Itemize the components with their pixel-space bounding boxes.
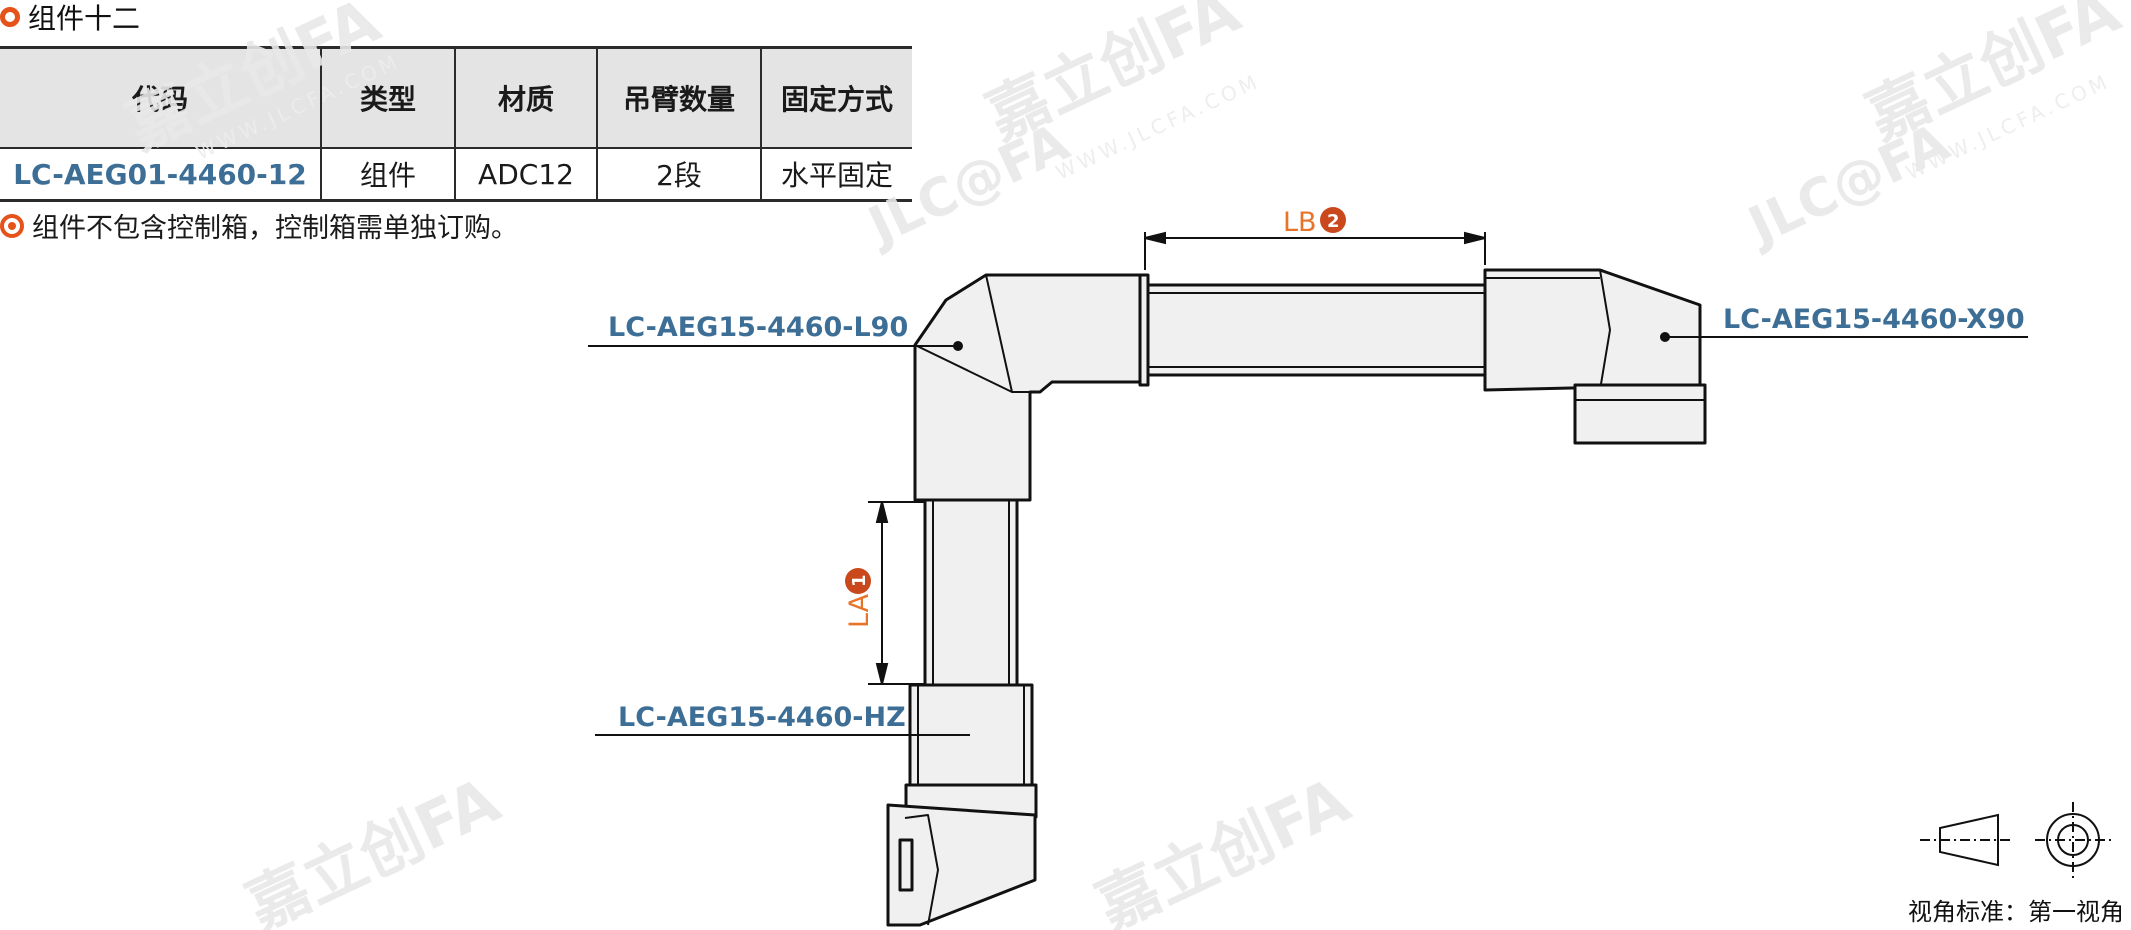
dimension-la <box>868 501 925 685</box>
table-row: LC-AEG01-4460-12 组件 ADC12 2段 水平固定 <box>0 148 912 202</box>
header-arm-count: 吊臂数量 <box>597 46 762 149</box>
x90-mount <box>1573 383 1707 445</box>
dimension-lb <box>1144 231 1486 270</box>
part-label-x90: LC-AEG15-4460-X90 <box>1723 304 2025 335</box>
cell-material: ADC12 <box>455 148 598 202</box>
section-title: 组件十二 <box>0 0 141 35</box>
la-label: LA <box>844 593 875 628</box>
cell-code: LC-AEG01-4460-12 <box>0 148 322 202</box>
cell-arm-count: 2段 <box>597 148 762 202</box>
table-header-row: 代码 类型 材质 吊臂数量 固定方式 <box>0 46 912 149</box>
watermark: 嘉立创FA WWW.JLCFA.COM 嘉立创FA WWW.JLCFA.COM … <box>115 0 2130 930</box>
x90-joint <box>1483 268 1702 392</box>
watermark-cn-5: 嘉立创FA <box>1085 764 1360 930</box>
lb-label: LB <box>1283 207 1317 238</box>
target-bullet-icon <box>0 213 24 238</box>
header-mount: 固定方式 <box>761 46 912 149</box>
header-code: 代码 <box>0 46 322 149</box>
bottom-mount <box>886 803 1037 927</box>
arm-outline <box>886 268 1707 927</box>
projection-symbol-icon <box>1920 802 2111 878</box>
spec-table: 代码 类型 材质 吊臂数量 固定方式 LC-AEG01-4460-12 组件 A… <box>0 46 912 202</box>
vertical-tube <box>923 498 1019 692</box>
note-text: 组件不包含控制箱，控制箱需单独订购。 <box>32 213 518 244</box>
lb-badge-icon <box>1320 207 1346 233</box>
l90-elbow <box>913 273 1142 502</box>
header-material: 材质 <box>455 46 598 149</box>
leader-lines <box>588 332 2028 736</box>
la-badge-number: 1 <box>849 574 870 587</box>
section-title-text: 组件十二 <box>28 2 141 35</box>
header-type: 类型 <box>321 46 456 149</box>
view-standard: 视角标准：第一视角 <box>1908 898 2124 926</box>
la-label-group: LA 1 <box>844 568 875 628</box>
lb-badge-number: 2 <box>1327 211 1340 232</box>
cell-type: 组件 <box>321 148 456 202</box>
watermark-logo-2: JLC@FA <box>857 113 1078 258</box>
ring-bullet-icon <box>0 7 20 27</box>
la-badge-icon <box>845 568 871 594</box>
part-label-l90: LC-AEG15-4460-L90 <box>608 312 908 343</box>
cell-mount: 水平固定 <box>761 148 912 202</box>
horizontal-tube <box>1138 283 1487 377</box>
watermark-cn-4: 嘉立创FA <box>235 764 510 930</box>
part-label-hz: LC-AEG15-4460-HZ <box>618 702 906 733</box>
note: 组件不包含控制箱，控制箱需单独订购。 <box>0 206 518 245</box>
watermark-logo-3: JLC@FA <box>1737 113 1958 258</box>
